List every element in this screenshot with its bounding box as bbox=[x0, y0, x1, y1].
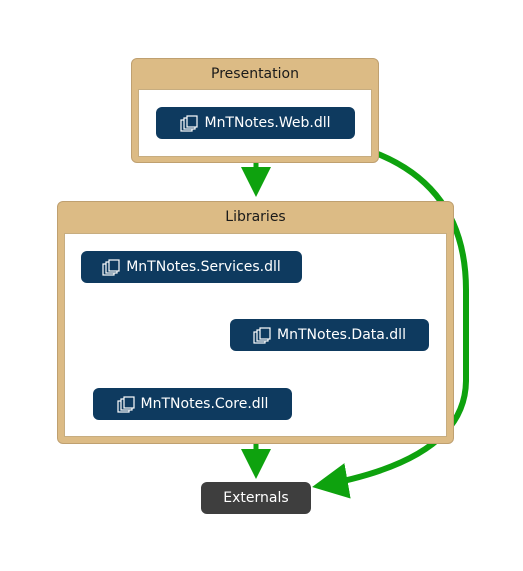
group-title-presentation: Presentation bbox=[211, 66, 299, 82]
node-label-web: MnTNotes.Web.dll bbox=[204, 115, 331, 131]
assembly-icon bbox=[102, 258, 120, 276]
node-services-dll[interactable]: MnTNotes.Services.dll bbox=[81, 251, 302, 283]
node-label-core: MnTNotes.Core.dll bbox=[140, 396, 269, 412]
assembly-icon bbox=[253, 326, 271, 344]
node-data-dll[interactable]: MnTNotes.Data.dll bbox=[230, 319, 429, 351]
assembly-icon bbox=[180, 114, 199, 132]
group-title-libraries: Libraries bbox=[225, 209, 286, 225]
node-web-dll[interactable]: MnTNotes.Web.dll bbox=[156, 107, 355, 139]
node-label-data: MnTNotes.Data.dll bbox=[277, 327, 406, 343]
node-label-externals: Externals bbox=[223, 490, 289, 506]
node-core-dll[interactable]: MnTNotes.Core.dll bbox=[93, 388, 292, 420]
assembly-icon bbox=[116, 395, 135, 413]
node-label-services: MnTNotes.Services.dll bbox=[126, 259, 281, 275]
node-externals[interactable]: Externals bbox=[201, 482, 311, 514]
edge-presentation-externals bbox=[312, 151, 469, 499]
